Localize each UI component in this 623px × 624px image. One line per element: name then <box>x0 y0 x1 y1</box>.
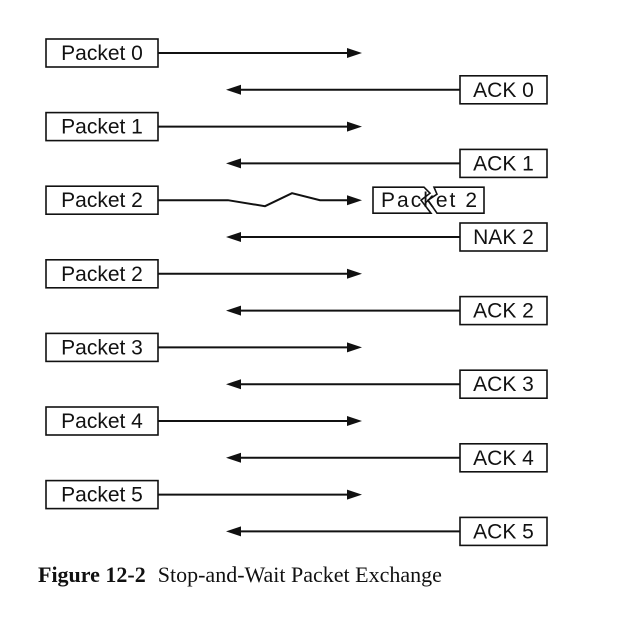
figure-number: Figure 12-2 <box>38 562 146 587</box>
reply-label-nak-2: NAK 2 <box>473 226 534 249</box>
arrowhead <box>226 305 241 316</box>
received-packet-label: Packet 2 <box>381 189 477 212</box>
damaged-transmission-line <box>158 192 350 208</box>
reply-label-ack-0: ACK 0 <box>473 79 534 102</box>
reply-box-ack-5 <box>459 516 548 547</box>
packet-label-packet-5: Packet 5 <box>61 484 143 507</box>
arrowhead <box>226 232 241 242</box>
arrowhead <box>226 158 241 169</box>
arrowhead <box>226 84 241 95</box>
arrowhead <box>347 48 362 58</box>
packet-label-packet-2: Packet 2 <box>61 189 143 212</box>
reply-box-ack-4 <box>459 442 548 473</box>
figure-caption: Figure 12-2 Stop-and-Wait Packet Exchange <box>38 562 442 588</box>
received-packet-box-right <box>426 186 485 214</box>
packet-label-packet-4: Packet 4 <box>61 410 143 433</box>
arrowhead <box>347 489 362 500</box>
arrowhead <box>347 121 362 132</box>
packet-label-packet-3: Packet 3 <box>61 336 143 359</box>
packet-box-packet-1 <box>45 111 159 142</box>
packet-label-packet-2: Packet 2 <box>61 263 143 286</box>
reply-box-nak-2 <box>459 222 548 252</box>
packet-label-packet-0: Packet 0 <box>61 42 143 65</box>
reply-box-ack-3 <box>459 369 548 400</box>
arrowhead <box>226 379 241 390</box>
reply-label-ack-1: ACK 1 <box>473 152 534 175</box>
packet-label-packet-1: Packet 1 <box>61 116 143 139</box>
arrowhead <box>347 195 362 206</box>
arrowhead <box>226 526 241 537</box>
packet-box-packet-5 <box>45 479 159 510</box>
reply-label-ack-3: ACK 3 <box>473 373 534 396</box>
arrowhead <box>226 452 241 463</box>
packet-box-packet-0 <box>45 38 159 68</box>
arrowhead <box>347 342 362 353</box>
arrowhead <box>347 416 362 426</box>
packet-box-packet-2 <box>45 258 159 289</box>
figure-title: Stop-and-Wait Packet Exchange <box>157 562 442 587</box>
packet-box-packet-4 <box>45 406 159 436</box>
reply-label-ack-4: ACK 4 <box>473 447 534 470</box>
reply-label-ack-2: ACK 2 <box>473 300 534 323</box>
received-packet-box-left <box>372 186 433 214</box>
reply-label-ack-5: ACK 5 <box>473 520 534 543</box>
reply-box-ack-1 <box>459 148 548 179</box>
packet-exchange-diagram: Packet 0 ACK 0 Packet 1 ACK 1 Packet 2 Packet… <box>45 38 548 547</box>
arrowhead <box>347 268 362 279</box>
reply-box-ack-2 <box>459 295 548 326</box>
